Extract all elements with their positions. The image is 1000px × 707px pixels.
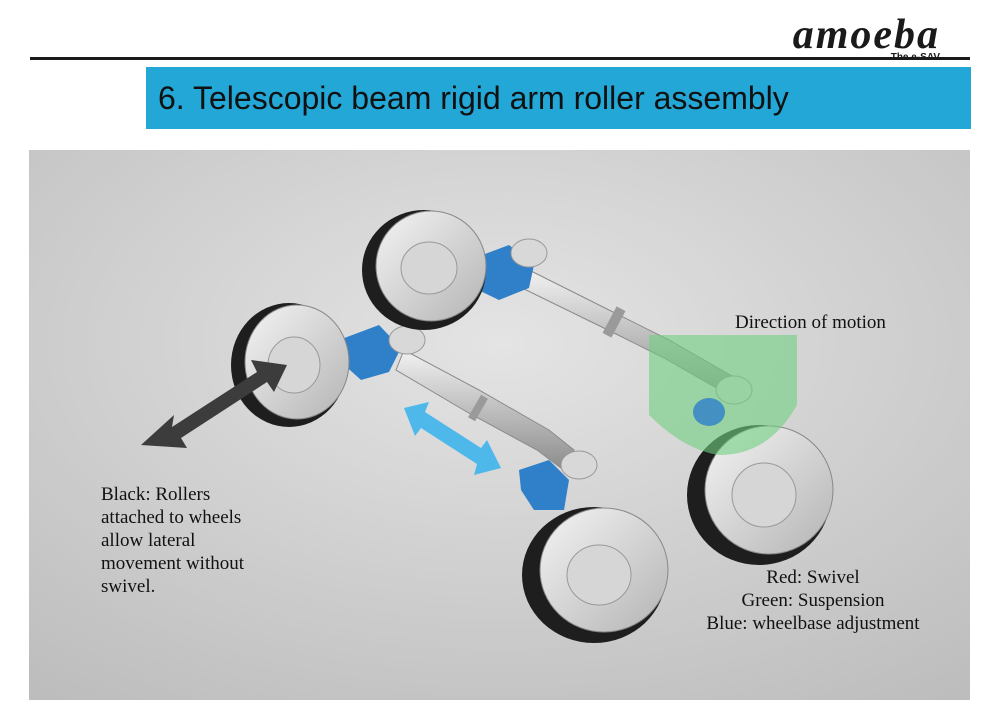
roller-note-line: allow lateral [101,530,196,551]
suspension-highlight [649,335,797,455]
wheelbase-adjustment-arrow [404,402,501,475]
brand-name: amoeba [792,12,940,58]
roller-note: Black: Rollers attached to wheels allow … [101,483,244,598]
direction-label: Direction of motion [735,312,886,333]
roller-note-line: swivel. [101,576,156,597]
color-legend: Red: Swivel Green: Suspension Blue: whee… [678,566,948,635]
assembly-render [29,150,970,700]
legend-wheelbase: Blue: wheelbase adjustment [706,613,920,634]
wheel-rear-left [362,210,487,330]
assembly-illustration [29,150,970,700]
roller-note-line: attached to wheels [101,507,242,528]
legend-swivel: Red: Swivel [766,567,860,588]
wheel-rear-right [687,425,834,565]
legend-suspension: Green: Suspension [741,590,885,611]
title-bar: 6. Telescopic beam rigid arm roller asse… [146,67,971,129]
brand-logo: amoeba The e-SAV [720,12,970,63]
wheel-front-left [231,303,350,427]
roller-note-line: Black: Rollers [101,484,211,505]
lateral-movement-arrow [141,360,287,448]
swivel-joint [693,398,725,426]
slide-title: 6. Telescopic beam rigid arm roller asse… [158,80,789,116]
roller-note-line: movement without [101,553,245,574]
wheel-front-right [522,507,669,643]
header-divider [30,57,970,60]
